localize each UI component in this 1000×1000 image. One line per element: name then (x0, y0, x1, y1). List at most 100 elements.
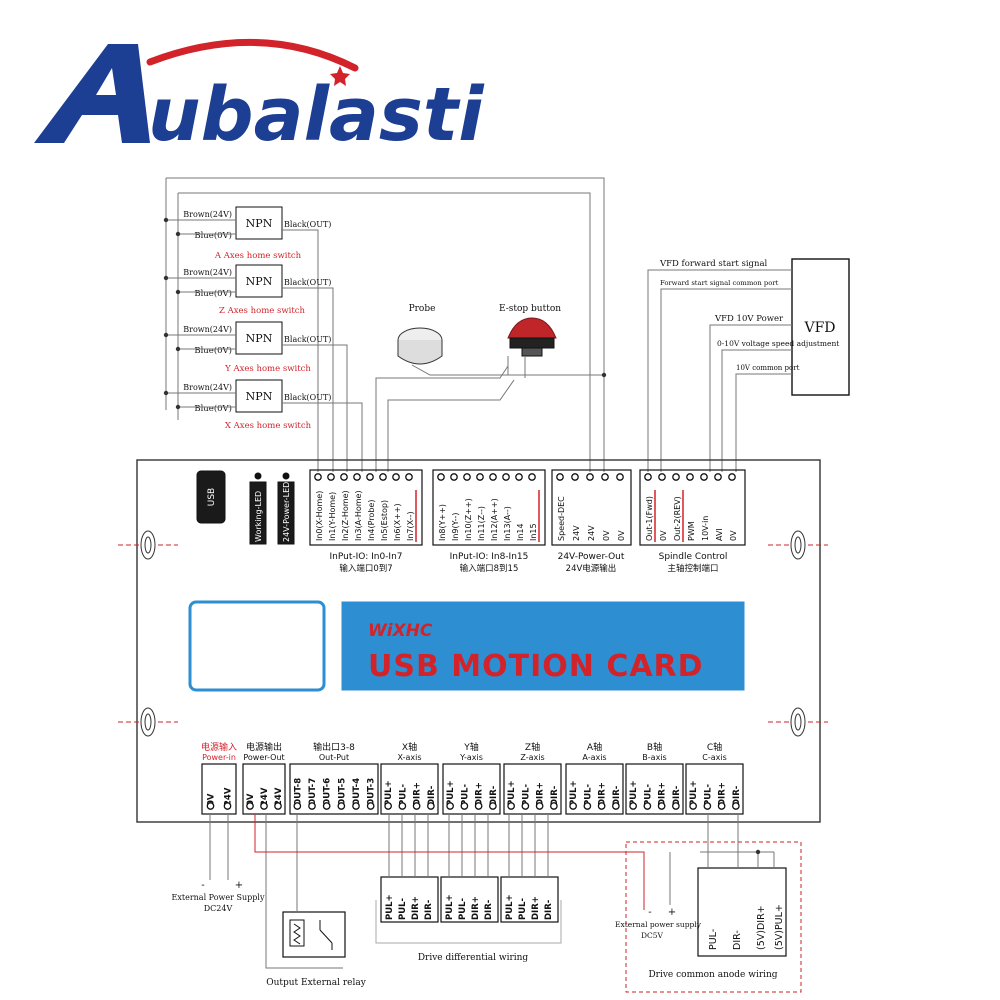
plus-sign: + (235, 880, 243, 891)
pin-label: DIR- (732, 785, 742, 806)
led-label: 24V-Power-LED (282, 482, 291, 542)
terminal-screw (446, 802, 454, 810)
mount-hole-inner (794, 713, 802, 731)
terminal-screw (260, 802, 268, 810)
pin-label: PUL- (398, 897, 408, 920)
blue-wire-label: Blue(0V) (194, 403, 232, 414)
block-cn: A轴 (587, 741, 602, 753)
terminal-screw (644, 473, 652, 481)
switch-contact (319, 929, 333, 944)
relay-box (282, 911, 346, 958)
pin-label: DIR- (550, 785, 560, 806)
black-wire-label: Black(OUT) (284, 278, 331, 287)
terminal-screw (686, 473, 694, 481)
terminal-screw (489, 802, 497, 810)
terminal-screw (398, 802, 407, 810)
input2-cn: 输入端口8到15 (460, 563, 519, 574)
supply-wire (254, 814, 645, 910)
terminal-block (503, 763, 562, 815)
terminal-screw (366, 473, 374, 481)
junction-dot (163, 275, 169, 281)
vfd-label: VFD (803, 320, 835, 336)
terminal-block (565, 763, 624, 815)
npn-switch-box (235, 379, 283, 413)
terminal-screw (535, 802, 544, 810)
pin-label: PUL+ (629, 780, 639, 806)
led-icon (282, 472, 290, 480)
banner-logo: WiXHC (368, 621, 433, 641)
junction-dot (175, 346, 181, 352)
relay-label: Output External relay (266, 978, 366, 988)
pin-label: In5(Estop) (380, 500, 389, 541)
vfd-wire (709, 324, 792, 472)
vfd-box (791, 258, 850, 396)
terminal-screw (322, 802, 331, 810)
input-block-in8-in15 (432, 469, 546, 546)
pin-label: PUL- (643, 783, 653, 806)
pin-label: In10(Z++) (464, 498, 473, 541)
pin-label: Out-2(REV) (673, 496, 682, 541)
pin-label: In6(X++) (393, 503, 402, 541)
npn-switch-box (235, 264, 283, 298)
pin-label: 0V (659, 530, 668, 541)
pin-label: OUT-7 (308, 778, 318, 806)
brown-wire-label: Brown(24V) (183, 268, 232, 277)
terminal-screw (293, 802, 302, 810)
terminal-screw (437, 473, 445, 481)
pin-label: 10V-in (701, 516, 710, 541)
terminal-screw (629, 802, 637, 810)
terminal-screw (427, 802, 435, 810)
vfd-wire (647, 269, 792, 472)
pin-label: In8(Y++) (438, 504, 447, 541)
terminal-screw (658, 473, 666, 481)
mount-hole (140, 707, 156, 737)
pin-label: PUL- (460, 783, 470, 806)
terminal-screw (366, 802, 375, 810)
junction-dot (175, 404, 181, 410)
mount-hole (790, 707, 806, 737)
terminal-screw (502, 473, 510, 481)
blue-wire-label: Blue(0V) (194, 345, 232, 356)
pin-label: In4(Probe) (367, 500, 376, 541)
driver-box (440, 876, 499, 923)
block-en: Power-in (202, 753, 236, 762)
blue-wire-label: Blue(0V) (194, 288, 232, 299)
terminal-screw (703, 802, 712, 810)
block-cn: 电源输出 (246, 741, 282, 753)
pin-label: PUL- (398, 783, 408, 806)
estop-label: E-stop button (499, 304, 561, 314)
terminal-screw (476, 473, 484, 481)
terminal-screw (392, 473, 400, 481)
terminal-screw (460, 802, 469, 810)
black-wire-label: Black(OUT) (284, 220, 331, 229)
terminal-screw (515, 473, 523, 481)
mount-hole-inner (144, 713, 152, 731)
estop-signal-wire (387, 379, 515, 472)
terminal-block (380, 763, 439, 815)
vfd-line-label: 0-10V voltage speed adjustment (717, 339, 839, 348)
led-label-bg (249, 481, 267, 545)
block-cn: Z轴 (525, 741, 540, 753)
terminal-screw (521, 802, 530, 810)
led-icon (254, 472, 262, 480)
terminal-block (442, 763, 501, 815)
terminal-screw (597, 802, 606, 810)
pin-label: OUT-3 (367, 778, 377, 806)
terminal-screw (274, 802, 282, 810)
terminal-screw (405, 473, 413, 481)
switch-caption: Y Axes home switch (224, 364, 311, 374)
pin-label: 0V (246, 793, 256, 806)
pin-label: 24V (224, 787, 234, 806)
out-wire (282, 287, 334, 472)
terminal-screw (728, 473, 736, 481)
block-cn: C轴 (707, 741, 722, 753)
block-en: B-axis (642, 753, 666, 762)
power-out-cn: 24V电源输出 (566, 563, 617, 574)
pin-label: In14 (516, 523, 525, 541)
out-wire (282, 344, 348, 472)
pin-label: PUL- (703, 783, 713, 806)
spindle-cn: 主轴控制端口 (667, 563, 718, 574)
minus-sign: - (201, 880, 204, 891)
terminal-screw (550, 802, 558, 810)
pin-label: AVI (715, 528, 724, 541)
